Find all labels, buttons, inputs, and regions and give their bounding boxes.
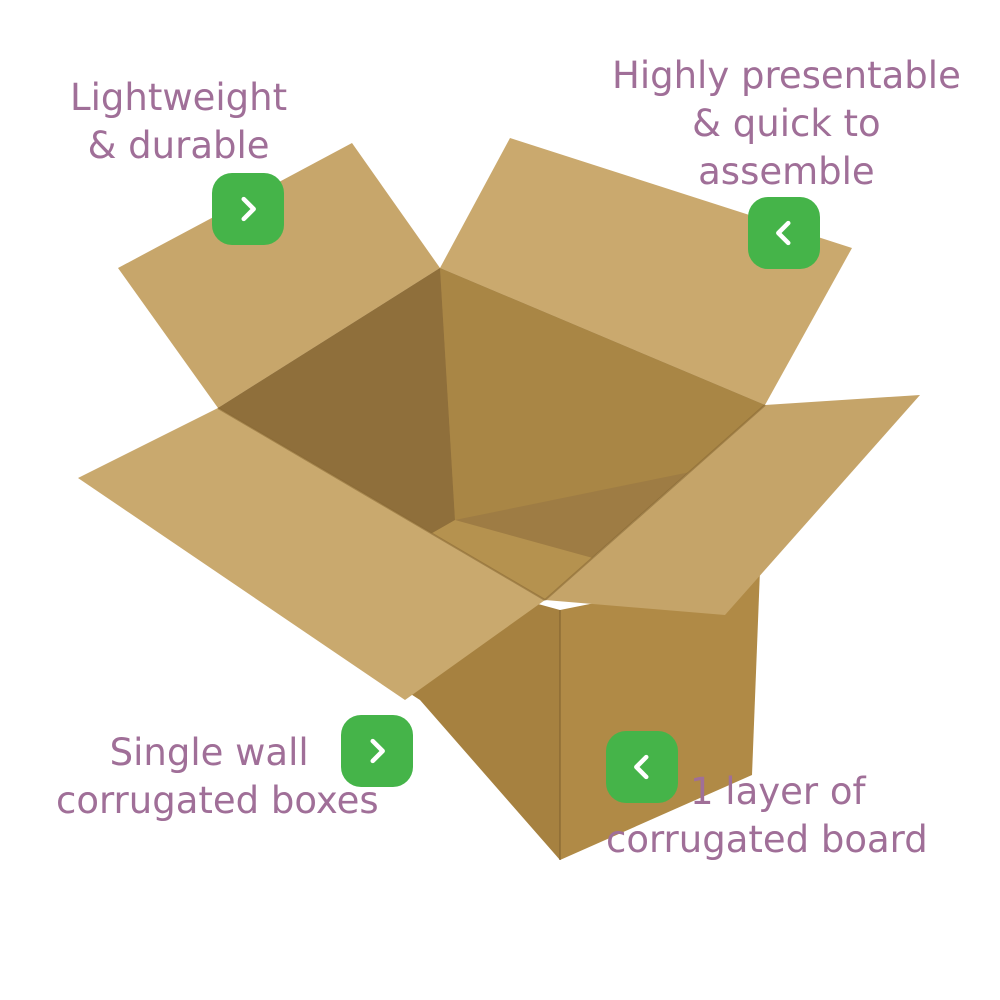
box-inner-left-wall xyxy=(218,268,455,540)
feature-line: & durable xyxy=(87,124,270,167)
feature-line: assemble xyxy=(698,150,875,193)
box-flap-back-right xyxy=(440,138,852,405)
feature-badge-top-left xyxy=(212,173,284,245)
chevron-left-icon xyxy=(776,220,791,246)
feature-label-bottom-left: Single wall corrugated boxes xyxy=(56,729,379,825)
feature-line: Single wall xyxy=(109,731,309,774)
box-flap-front-left xyxy=(78,408,545,700)
feature-label-top-left: Lightweight & durable xyxy=(70,74,287,170)
box-inner-right-wall xyxy=(440,268,765,520)
feature-line: 1 layer of xyxy=(690,770,866,813)
chevron-right-icon xyxy=(241,196,256,222)
feature-label-top-right: Highly presentable & quick to assemble xyxy=(612,52,961,196)
chevron-left-icon xyxy=(634,754,649,780)
feature-line: Highly presentable xyxy=(612,54,961,97)
feature-badge-top-right xyxy=(748,197,820,269)
box-flap-back-left xyxy=(118,143,440,408)
feature-line: corrugated board xyxy=(606,818,928,861)
feature-line: corrugated boxes xyxy=(56,779,379,822)
feature-line: Lightweight xyxy=(70,76,288,119)
feature-badge-bottom-right xyxy=(606,731,678,803)
box-flap-front-right xyxy=(545,395,920,615)
feature-line: & quick to xyxy=(692,102,881,145)
box-inner-bottom xyxy=(420,520,600,600)
feature-label-bottom-right: 1 layer of corrugated board xyxy=(606,768,928,864)
chevron-right-icon xyxy=(370,738,385,764)
feature-badge-bottom-left xyxy=(341,715,413,787)
